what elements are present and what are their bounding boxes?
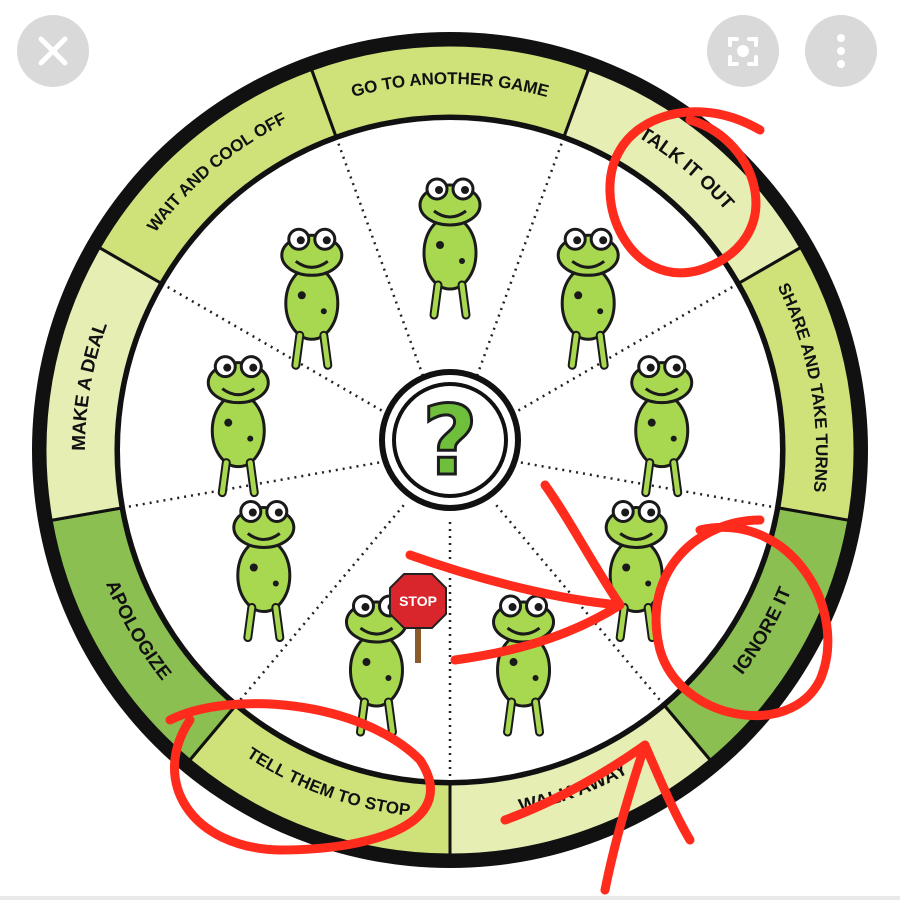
circle-ignore-it bbox=[651, 515, 833, 720]
segment-divider bbox=[124, 461, 380, 509]
center-hub: ? bbox=[379, 369, 521, 511]
more-options-button[interactable] bbox=[802, 12, 880, 90]
frog-illustration bbox=[232, 500, 296, 642]
red-annotations bbox=[165, 107, 833, 895]
image-search-icon bbox=[707, 15, 779, 87]
frog-illustration bbox=[604, 500, 668, 642]
stop-sign: STOP bbox=[389, 573, 447, 663]
segment-divider bbox=[511, 283, 737, 416]
segment-divider bbox=[163, 283, 389, 416]
arrow-bottom bbox=[500, 740, 695, 895]
frog-illustration bbox=[418, 177, 482, 320]
circle-tell-them-to-stop bbox=[165, 699, 435, 855]
segment-divider bbox=[495, 504, 664, 704]
more-vertical-icon bbox=[805, 15, 877, 87]
segment-divider bbox=[520, 461, 776, 509]
close-button[interactable] bbox=[14, 12, 92, 90]
bottom-divider bbox=[0, 896, 900, 900]
frog-illustration bbox=[280, 227, 344, 370]
arrow-lower-right bbox=[405, 480, 625, 665]
question-mark: ? bbox=[422, 385, 478, 497]
circle-talk-it-out bbox=[605, 107, 765, 278]
stop-sign-text: STOP bbox=[399, 593, 437, 609]
frog-illustration bbox=[630, 355, 694, 498]
close-icon bbox=[17, 15, 89, 87]
segment-divider bbox=[236, 504, 405, 704]
frog-illustration bbox=[556, 227, 620, 370]
segment-divider bbox=[473, 139, 565, 383]
segment-divider bbox=[335, 139, 427, 383]
frog-illustration bbox=[206, 355, 270, 498]
lens-button[interactable] bbox=[704, 12, 782, 90]
